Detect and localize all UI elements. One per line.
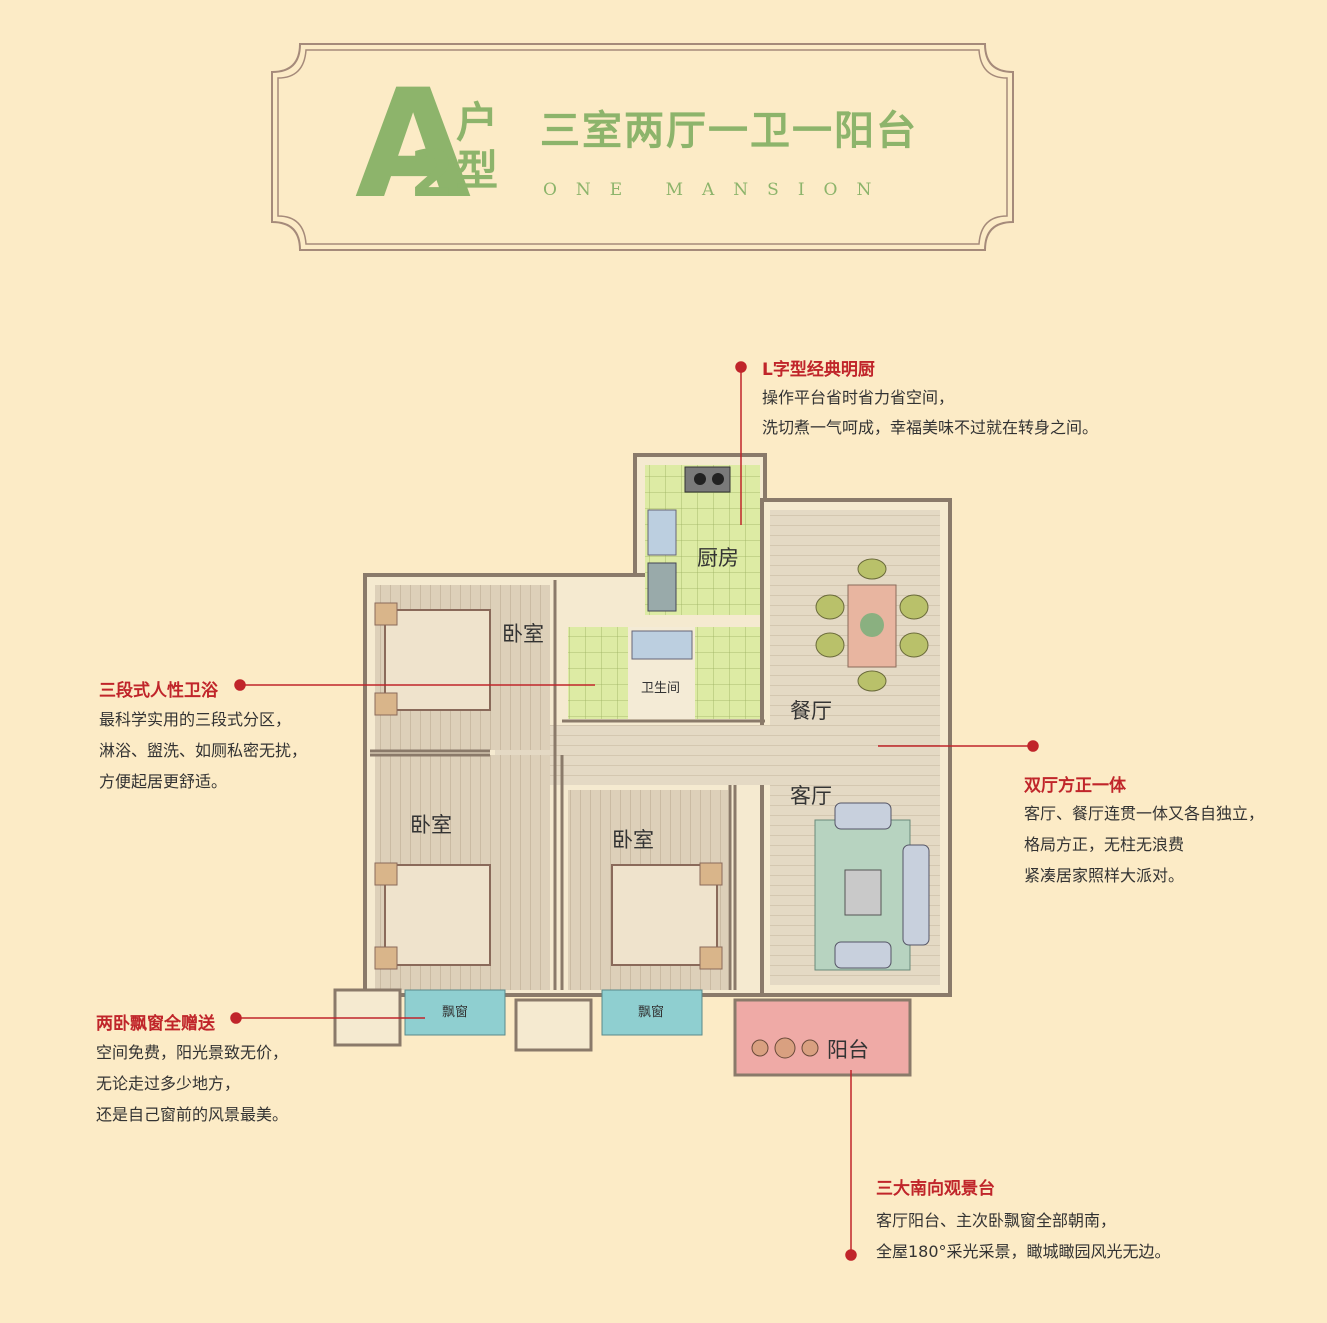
annotation-halls-line: 格局方正，无柱无浪费 — [1024, 835, 1185, 854]
bedroom-1-label: 卧室 — [502, 622, 544, 646]
annotation-kitchen: L字型经典明厨 操作平台省时省力省空间， 洗切煮一气呵成，幸福美味不过就在转身之… — [762, 355, 1098, 438]
living-label: 客厅 — [790, 784, 832, 808]
bay-window-2-label: 飘窗 — [638, 1004, 664, 1020]
hallway-floor — [495, 725, 940, 785]
annotation-balcony-line: 全屋180°采光采景，瞰城瞰园风光无边。 — [876, 1242, 1171, 1261]
balcony-floor — [733, 998, 912, 1077]
annotation-halls-line: 客厅、餐厅连贯一体又各自独立， — [1024, 804, 1265, 823]
annotation-bay-title: 两卧飘窗全赠送 — [96, 1014, 215, 1034]
annotation-balcony-title: 三大南向观景台 — [876, 1179, 995, 1199]
annotation-bay-line: 还是自己窗前的风景最美。 — [96, 1105, 289, 1124]
annotation-kitchen-line: 洗切煮一气呵成，幸福美味不过就在转身之间。 — [762, 418, 1099, 437]
annotation-bay: 两卧飘窗全赠送 空间免费，阳光景致无价， 无论走过多少地方， 还是自己窗前的风景… — [96, 1009, 288, 1125]
floor-plan: 厨房 卧室 卧室 卧室 卫生间 餐厅 客厅 阳台 飘窗 飘窗 — [333, 453, 952, 1077]
unit-hu: 户 — [456, 98, 499, 147]
annotation-kitchen-line: 操作平台省时省力省空间， — [762, 388, 955, 407]
unit-xing: 型 — [456, 146, 499, 195]
annotation-bathroom-line: 最科学实用的三段式分区， — [99, 710, 292, 729]
bathroom-label: 卫生间 — [641, 681, 680, 696]
kitchen-label: 厨房 — [697, 546, 739, 570]
bedroom-3-label: 卧室 — [612, 828, 654, 852]
bathroom-floor — [568, 627, 628, 719]
bay-window-2 — [601, 989, 703, 1036]
annotation-halls-title: 双厅方正一体 — [1024, 776, 1126, 796]
annotation-bathroom-line: 淋浴、盥洗、如厕私密无扰， — [99, 741, 308, 760]
balcony-label: 阳台 — [827, 1038, 869, 1062]
header-frame — [271, 43, 1014, 251]
annotation-balcony: 三大南向观景台 客厅阳台、主次卧飘窗全部朝南， 全屋180°采光采景，瞰城瞰园风… — [876, 1174, 1171, 1262]
annotation-bathroom-title: 三段式人性卫浴 — [99, 681, 218, 701]
annotation-bay-line: 空间免费，阳光景致无价， — [96, 1043, 289, 1062]
unit-number: 2 — [410, 138, 455, 212]
annotation-kitchen-title: L字型经典明厨 — [762, 360, 875, 380]
annotation-balcony-line: 客厅阳台、主次卧飘窗全部朝南， — [876, 1211, 1117, 1230]
annotation-bathroom: 三段式人性卫浴 最科学实用的三段式分区， 淋浴、盥洗、如厕私密无扰， 方便起居更… — [99, 676, 307, 792]
annotation-halls: 双厅方正一体 客厅、餐厅连贯一体又各自独立， 格局方正，无柱无浪费 紧凑居家照样… — [1024, 771, 1264, 886]
dining-label: 餐厅 — [790, 699, 832, 723]
bay-window-1 — [404, 989, 506, 1036]
annotation-bay-line: 无论走过多少地方， — [96, 1074, 241, 1093]
annotation-halls-line: 紧凑居家照样大派对。 — [1024, 866, 1185, 885]
unit-letter: A — [355, 58, 471, 232]
headline: 三室两厅一卫一阳台 — [540, 108, 918, 154]
bedroom-2-label: 卧室 — [410, 813, 452, 837]
subhead: ONE MANSION — [543, 180, 891, 200]
annotation-bathroom-line: 方便起居更舒适。 — [99, 772, 228, 791]
bay-window-1-label: 飘窗 — [442, 1004, 468, 1020]
